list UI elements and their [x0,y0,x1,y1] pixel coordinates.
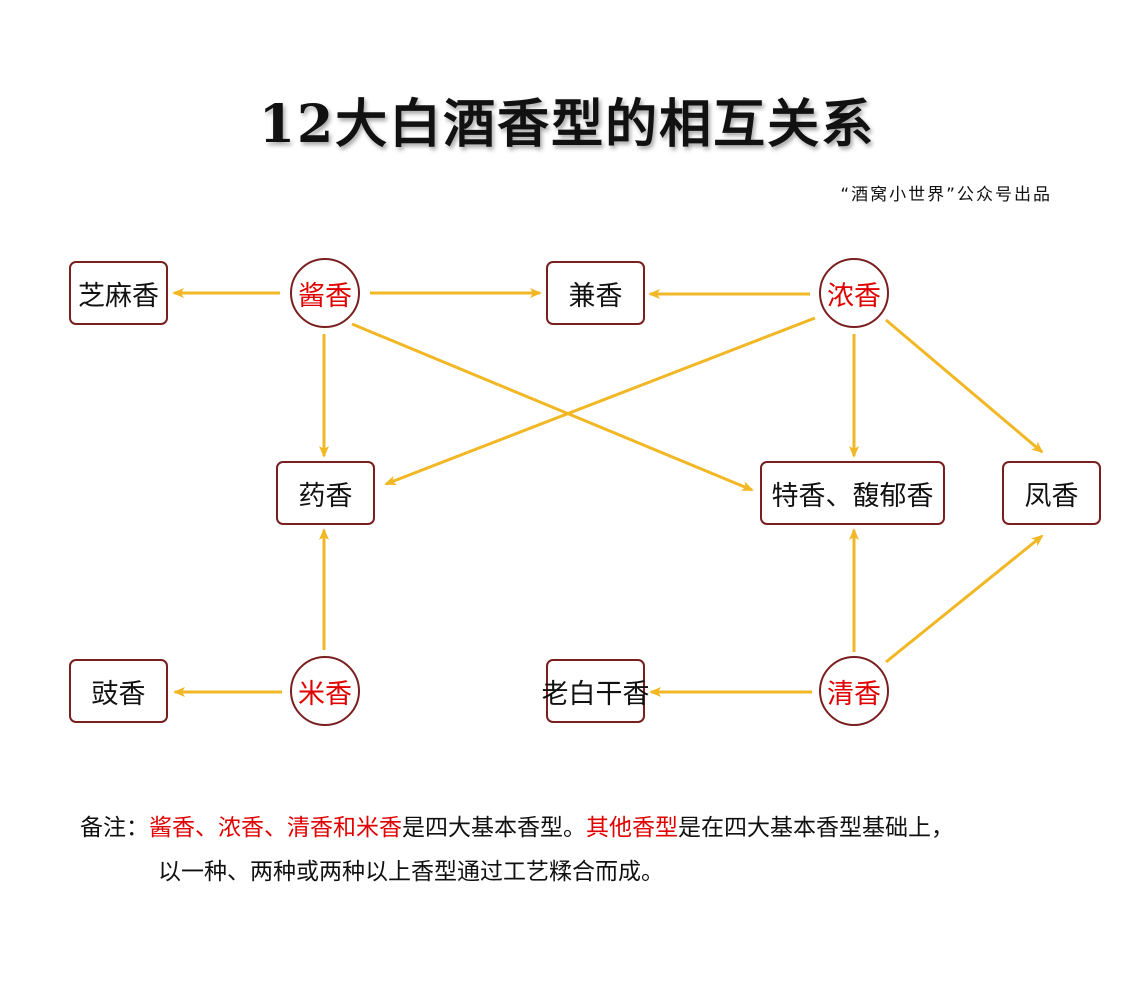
arrow-qing-to-feng [885,534,1044,664]
node-nong: 浓香 [819,258,889,328]
footnote-line-2: 以一种、两种或两种以上香型通过工艺糅合而成。 [158,859,664,885]
note-other-types: 其他香型 [586,815,678,841]
arrow-nong-to-yao [384,316,816,486]
arrow-nong-to-feng [885,318,1044,454]
node-qing: 清香 [819,656,889,726]
note-prefix: 备注： [80,815,149,841]
node-feng: 凤香 [1002,461,1101,525]
node-chi: 豉香 [69,659,168,723]
footnote: 备注：酱香、浓香、清香和米香是四大基本香型。其他香型是在四大基本香型基础上， 以… [80,806,954,894]
note-basic-types: 酱香、浓香、清香和米香 [149,815,402,841]
footnote-line-1: 备注：酱香、浓香、清香和米香是四大基本香型。其他香型是在四大基本香型基础上， [80,806,954,850]
node-jian: 兼香 [546,261,645,325]
diagram-title: 12大白酒香型的相互关系 [258,94,876,155]
node-laobaigan: 老白干香 [542,659,650,723]
note-mid-1: 是四大基本香型。 [402,815,586,841]
note-mid-2: 是在四大基本香型基础上， [678,815,954,841]
node-te-fuyu: 特香、馥郁香 [760,461,945,525]
node-zhima: 芝麻香 [69,261,168,325]
byline: “酒窝小世界”公众号出品 [840,185,1052,205]
node-jiang: 酱香 [290,258,360,328]
node-mi: 米香 [290,656,360,726]
arrow-jiang-to-te [351,322,754,492]
node-yao: 药香 [276,461,375,525]
